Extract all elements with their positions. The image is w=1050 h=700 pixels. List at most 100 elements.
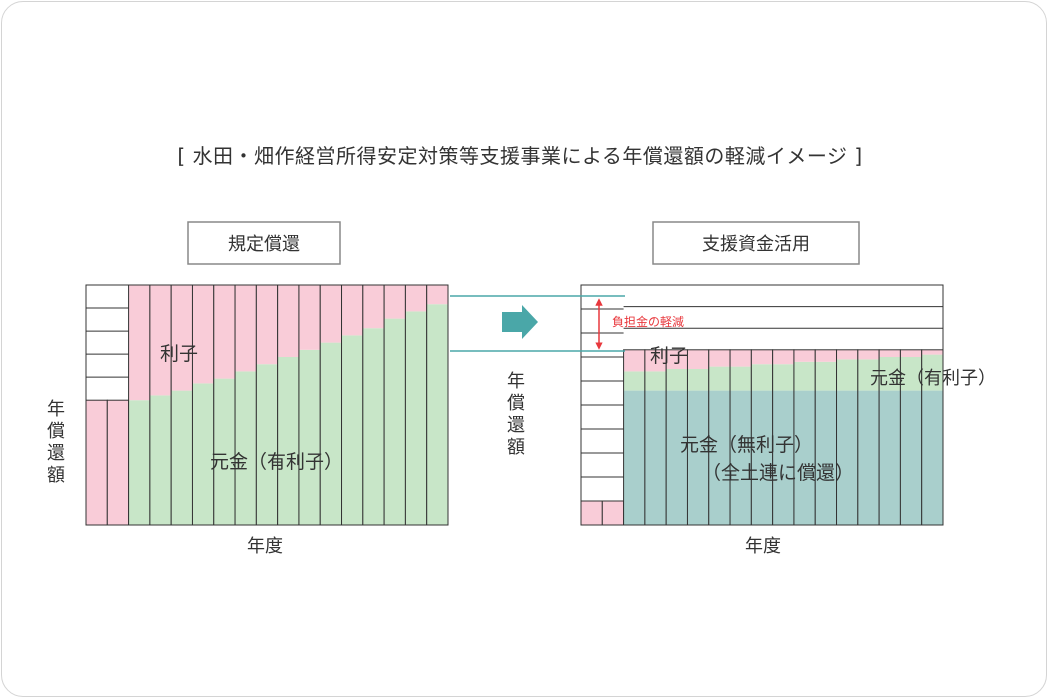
left-bar-14-segment-1 (362, 328, 385, 525)
left-bar-6-segment-2 (192, 285, 214, 384)
right-y-axis-label: 年償還額 (507, 371, 525, 458)
right-bar-17-outline (921, 349, 944, 526)
right-panel-header-button[interactable]: 支援資金活用 (652, 221, 860, 265)
right-bar-4-segment-3 (644, 349, 667, 372)
left-bar-2-segment-2 (107, 400, 129, 525)
right-bar-13-segment-3 (836, 349, 858, 360)
right-principal-free-sub: （全土連に償還） (702, 462, 854, 484)
right-bar-14-segment-2 (857, 359, 880, 391)
left-bar-7-segment-1 (213, 378, 236, 525)
right-bar-8-segment-1 (730, 390, 752, 525)
left-y-axis-label: 年償還額 (47, 399, 65, 486)
left-bar-8-segment-1 (235, 371, 257, 525)
right-bar-5-segment-1 (666, 390, 688, 525)
right-bar-7-segment-2 (708, 366, 731, 391)
right-bar-14-segment-3 (857, 349, 880, 360)
right-bar-5-segment-3 (666, 349, 688, 369)
right-bar-10-segment-3 (772, 349, 794, 365)
left-bar-10-segment-1 (277, 357, 299, 525)
left-bar-12-segment-2 (320, 285, 342, 343)
right-bar-3-segment-1 (623, 390, 645, 525)
right-bar-16-segment-1 (900, 390, 922, 525)
right-bar-3-segment-3 (623, 349, 645, 372)
right-x-axis-label: 年度 (745, 536, 781, 557)
left-bar-7-segment-2 (213, 285, 236, 379)
right-bar-4-segment-1 (644, 390, 667, 525)
right-bar-15-segment-2 (879, 357, 901, 391)
right-interest-label: 利子 (650, 345, 688, 367)
right-bar-6-segment-1 (687, 390, 709, 525)
right-bar-2-segment-3 (602, 501, 624, 525)
left-bar-8-segment-2 (235, 285, 257, 372)
arrow-right-icon (502, 305, 538, 339)
left-chart (85, 284, 449, 526)
left-bar-13-segment-1 (341, 335, 363, 525)
right-bar-16-segment-2 (900, 357, 922, 391)
left-bar-5-segment-2 (171, 285, 193, 391)
right-bar-10-segment-2 (772, 364, 794, 391)
left-bar-15-segment-1 (384, 318, 406, 525)
right-bar-1-segment-3 (581, 501, 603, 525)
left-bar-17-segment-2 (426, 285, 448, 305)
right-bar-8-segment-2 (730, 366, 752, 391)
right-bar-10-segment-1 (772, 390, 794, 525)
left-bar-12-segment-1 (320, 342, 342, 525)
left-bar-17-segment-1 (426, 304, 448, 525)
left-panel-header-label: 規定償還 (228, 234, 300, 255)
right-bar-9-segment-2 (751, 364, 773, 391)
left-panel-header-button[interactable]: 規定償還 (187, 221, 341, 265)
left-interest-label: 利子 (160, 343, 198, 365)
right-bar-17-segment-2 (921, 354, 943, 391)
right-panel-header-label: 支援資金活用 (702, 234, 810, 255)
reduction-label: 負担金の軽減 (612, 314, 684, 329)
right-bar-13-segment-1 (836, 390, 858, 525)
right-bar-12-segment-2 (815, 361, 837, 391)
right-bar-9-segment-3 (751, 349, 773, 365)
diagram-title: [ 水田・畑作経営所得安定対策等支援事業による年償還額の軽減イメージ ] (177, 144, 862, 168)
right-bar-17-segment-1 (921, 390, 943, 525)
right-bar-8-segment-3 (730, 349, 752, 367)
right-bar-17-segment-3 (921, 349, 943, 355)
left-bar-1-segment-2 (86, 400, 108, 525)
right-bar-15-segment-1 (879, 390, 901, 525)
right-principal-interest-label: 元金（有利子） (870, 368, 996, 389)
right-bar-13-segment-2 (836, 359, 858, 391)
left-bar-3-segment-2 (128, 285, 150, 401)
right-bar-5-segment-2 (666, 369, 688, 391)
right-bar-7-segment-1 (708, 390, 731, 525)
left-bar-5-segment-1 (171, 390, 193, 525)
right-bar-4-segment-2 (644, 371, 667, 391)
right-principal-free-label: 元金（無利子） (680, 434, 813, 456)
left-bar-10-segment-2 (277, 285, 299, 357)
left-bar-9-segment-1 (256, 364, 278, 525)
left-bar-15-segment-2 (384, 285, 406, 319)
right-bar-6-segment-2 (687, 369, 709, 391)
left-bar-9-segment-2 (256, 285, 278, 365)
right-bar-12-segment-3 (815, 349, 837, 362)
left-bar-11-segment-1 (298, 349, 321, 525)
left-bar-6-segment-1 (192, 383, 214, 525)
right-bar-16-segment-3 (900, 349, 922, 357)
right-chart (580, 284, 944, 526)
left-bar-17-outline (426, 284, 449, 526)
left-bar-16-segment-1 (405, 311, 427, 525)
right-bar-9-segment-1 (751, 390, 773, 525)
right-bar-14-segment-1 (857, 390, 880, 525)
right-bar-6-segment-3 (687, 349, 709, 369)
right-bar-7-segment-3 (708, 349, 731, 367)
left-bar-11-segment-2 (298, 285, 321, 350)
left-bar-14-segment-2 (362, 285, 385, 329)
left-bar-3-segment-1 (128, 400, 150, 525)
right-bar-3-segment-2 (623, 371, 645, 391)
left-bar-13-segment-2 (341, 285, 363, 336)
left-principal-label: 元金（有利子） (210, 451, 343, 473)
left-bar-16-segment-2 (405, 285, 427, 312)
right-bar-11-segment-2 (793, 361, 816, 391)
right-bar-11-segment-3 (793, 349, 816, 362)
left-x-axis-label: 年度 (247, 536, 283, 557)
right-bar-15-segment-3 (879, 349, 901, 357)
left-bar-4-segment-1 (149, 395, 172, 525)
left-bar-4-segment-2 (149, 285, 172, 396)
right-bar-11-segment-1 (793, 390, 816, 525)
